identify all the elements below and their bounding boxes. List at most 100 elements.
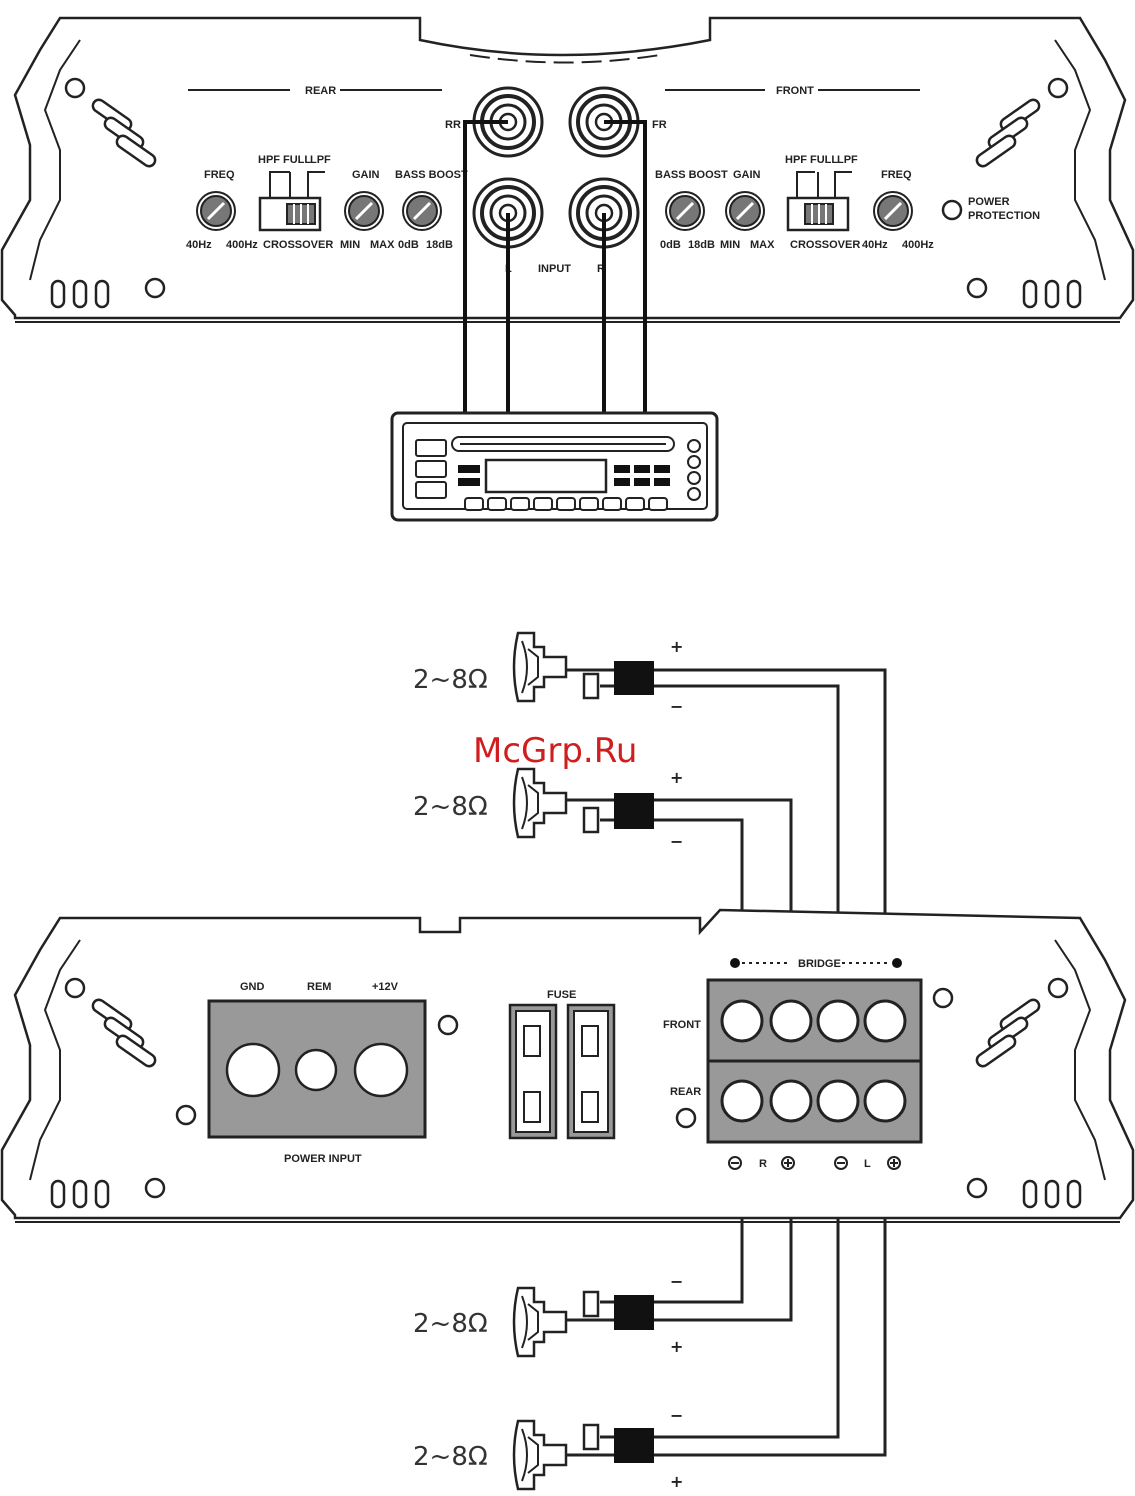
terminal-front-3[interactable]	[818, 1001, 858, 1041]
rear-bass-boost-min: 0dB	[398, 239, 419, 251]
front-freq-label: FREQ	[881, 169, 912, 181]
screw-hole-icon	[1049, 979, 1067, 997]
front-freq-max: 400Hz	[902, 239, 934, 251]
front-terminal-label: FRONT	[663, 1019, 701, 1031]
front-gain-label: GAIN	[733, 169, 761, 181]
rear-freq-min: 40Hz	[186, 239, 212, 251]
front-full-label: FULL	[810, 154, 838, 166]
front-freq-knob[interactable]	[874, 192, 912, 230]
front-bass-boost-knob[interactable]	[666, 192, 704, 230]
rear-freq-max: 400Hz	[226, 239, 258, 251]
screw-hole-icon	[934, 989, 952, 1007]
bridge-plus-icon	[892, 958, 902, 968]
front-bass-boost-min: 0dB	[660, 239, 681, 251]
screw-hole-icon	[66, 79, 84, 97]
speaker-4-minus: −	[670, 1406, 683, 1425]
terminal-front-4[interactable]	[865, 1001, 905, 1041]
screw-hole-icon	[968, 279, 986, 297]
speaker-2: 2~8Ω + −	[413, 768, 683, 851]
screw-hole-icon	[146, 279, 164, 297]
watermark: McGrp.Ru	[473, 731, 637, 771]
rear-gain-min: MIN	[340, 239, 360, 251]
terminal-front-1[interactable]	[722, 1001, 762, 1041]
speaker-3-plus: +	[670, 1337, 683, 1356]
front-gain-max: MAX	[750, 239, 775, 251]
speaker-1: 2~8Ω + −	[413, 633, 683, 716]
head-unit	[392, 413, 717, 520]
terminal-front-2[interactable]	[771, 1001, 811, 1041]
top-amplifier: REAR FRONT FREQ 40Hz 400Hz HPF FULL LPF …	[2, 18, 1133, 322]
front-lpf-label: LPF	[837, 154, 858, 166]
power-led-icon	[943, 201, 961, 219]
speaker-3-impedance: 2~8Ω	[413, 1309, 488, 1339]
speaker-3: 2~8Ω − +	[413, 1272, 683, 1356]
front-hpf-label: HPF	[785, 154, 807, 166]
front-gain-min: MIN	[720, 239, 740, 251]
fuse-2[interactable]	[568, 1005, 614, 1138]
screw-hole-icon	[146, 1179, 164, 1197]
speaker-2-plus: +	[670, 768, 683, 787]
rem-label: REM	[307, 981, 331, 993]
gnd-label: GND	[240, 981, 265, 993]
speaker-4-plus: +	[670, 1472, 683, 1491]
screw-hole-icon	[66, 979, 84, 997]
screw-hole-icon	[1049, 79, 1067, 97]
screw-hole-icon	[677, 1109, 695, 1127]
rear-section-label: REAR	[305, 85, 336, 97]
rear-bass-boost-label: BASS BOOST	[395, 169, 468, 181]
rear-bass-boost-knob[interactable]	[403, 192, 441, 230]
jack-fr-label: FR	[652, 119, 667, 131]
screw-hole-icon	[177, 1106, 195, 1124]
speaker-1-plus: +	[670, 637, 683, 656]
rear-freq-label: FREQ	[204, 169, 235, 181]
jack-rr-label: RR	[445, 119, 461, 131]
front-crossover-label: CROSSOVER	[790, 239, 860, 251]
bridge-label: BRIDGE	[798, 958, 841, 970]
speaker-icon	[514, 1288, 566, 1356]
screw-hole-icon	[439, 1016, 457, 1034]
speaker-icon	[514, 633, 566, 701]
rear-freq-knob[interactable]	[197, 192, 235, 230]
fuse-label: FUSE	[547, 989, 576, 1001]
bridge-minus-icon	[730, 958, 740, 968]
rear-gain-max: MAX	[370, 239, 395, 251]
speaker-2-impedance: 2~8Ω	[413, 792, 488, 822]
front-bass-boost-max: 18dB	[688, 239, 715, 251]
rear-lpf-label: LPF	[310, 154, 331, 166]
front-section-label: FRONT	[776, 85, 814, 97]
l-channel-label: L	[864, 1158, 871, 1170]
front-freq-min: 40Hz	[862, 239, 888, 251]
rear-full-label: FULL	[283, 154, 311, 166]
speaker-1-minus: −	[670, 697, 683, 716]
rear-crossover-label: CROSSOVER	[263, 239, 333, 251]
rear-bass-boost-max: 18dB	[426, 239, 453, 251]
protection-label: PROTECTION	[968, 210, 1040, 222]
input-label: INPUT	[538, 263, 571, 275]
rear-gain-label: GAIN	[352, 169, 380, 181]
r-channel-label: R	[759, 1158, 767, 1170]
plus12v-terminal[interactable]	[355, 1044, 407, 1096]
rem-terminal[interactable]	[296, 1050, 336, 1090]
screw-hole-icon	[968, 1179, 986, 1197]
speaker-3-minus: −	[670, 1272, 683, 1291]
speaker-4: 2~8Ω − +	[413, 1406, 683, 1491]
speaker-icon	[514, 769, 566, 837]
terminal-rear-2[interactable]	[771, 1081, 811, 1121]
rear-hpf-label: HPF	[258, 154, 280, 166]
rear-gain-knob[interactable]	[345, 192, 383, 230]
plus12v-label: +12V	[372, 981, 399, 993]
terminal-rear-4[interactable]	[865, 1081, 905, 1121]
speaker-2-minus: −	[670, 832, 683, 851]
bottom-amplifier: GND REM +12V POWER INPUT FUSE BRIDGE	[2, 910, 1133, 1222]
terminal-rear-1[interactable]	[722, 1081, 762, 1121]
terminal-rear-3[interactable]	[818, 1081, 858, 1121]
front-gain-knob[interactable]	[726, 192, 764, 230]
power-label: POWER	[968, 196, 1010, 208]
speaker-1-impedance: 2~8Ω	[413, 665, 488, 695]
speaker-4-impedance: 2~8Ω	[413, 1442, 488, 1472]
gnd-terminal[interactable]	[227, 1044, 279, 1096]
fuse-1[interactable]	[510, 1005, 556, 1138]
front-bass-boost-label: BASS BOOST	[655, 169, 728, 181]
rear-terminal-label: REAR	[670, 1086, 701, 1098]
